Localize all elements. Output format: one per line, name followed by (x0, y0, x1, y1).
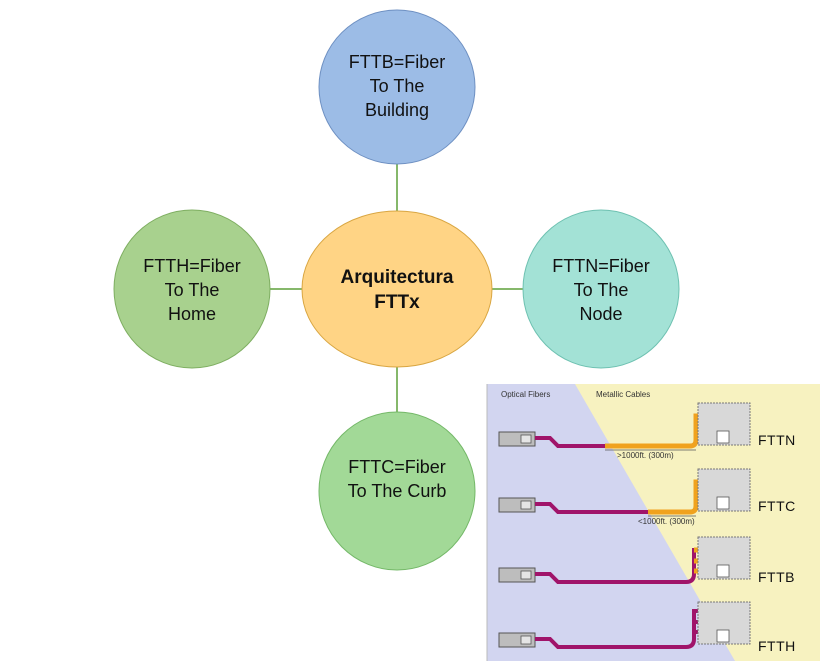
inset-optical-label: Optical Fibers (501, 390, 550, 399)
node-fttc-circle (318, 411, 476, 571)
center-title-line-2: FTTx (374, 292, 420, 313)
node-ftth-line-3: Home (168, 304, 216, 324)
inset-row-fttb: FTTB (498, 536, 795, 585)
node-fttn: FTTN=Fiber To The Node (522, 209, 680, 369)
node-fttb: FTTB=Fiber To The Building (318, 9, 476, 165)
node-center-ellipse (301, 210, 493, 368)
node-fttc-line-1: FTTC=Fiber (348, 457, 446, 477)
node-fttc: FTTC=Fiber To The Curb (318, 411, 476, 571)
center-title-line-1: Arquitectura (341, 267, 454, 288)
node-fttn-line-2: To The (574, 280, 629, 300)
node-ftth-circle (113, 209, 271, 369)
inset-row-fttc: <1000ft. (300m) FTTC (498, 468, 796, 526)
node-fttb-circle (318, 9, 476, 165)
inset-ftth-label: FTTH (758, 638, 796, 654)
node-fttb-line-1: FTTB=Fiber (349, 52, 446, 72)
inset-optical-bg (487, 384, 735, 661)
inset-metallic-label: Metallic Cables (596, 390, 650, 399)
inset-fttn-distance: >1000ft. (300m) (617, 451, 674, 460)
node-fttb-line-3: Building (365, 100, 429, 120)
node-fttn-line-3: Node (579, 304, 622, 324)
inset-fttc-distance: <1000ft. (300m) (638, 517, 695, 526)
node-ftth: FTTH=Fiber To The Home (113, 209, 271, 369)
inset-row-ftth: FTTH (498, 601, 796, 654)
node-fttn-circle (522, 209, 680, 369)
inset-fttn-label: FTTN (758, 432, 796, 448)
fttx-inset-figure: Optical Fibers Metallic Cables >1000ft. … (486, 384, 820, 661)
inset-fttc-label: FTTC (758, 498, 796, 514)
node-fttb-line-2: To The (370, 76, 425, 96)
inset-row-fttn: >1000ft. (300m) FTTN (498, 402, 796, 460)
connectors (270, 163, 523, 415)
node-ftth-line-1: FTTH=Fiber (143, 256, 241, 276)
node-center: Arquitectura FTTx (301, 210, 493, 368)
inset-fttb-label: FTTB (758, 569, 795, 585)
node-ftth-line-2: To The (165, 280, 220, 300)
node-fttc-line-2: To The Curb (348, 481, 447, 501)
node-fttn-line-1: FTTN=Fiber (552, 256, 650, 276)
